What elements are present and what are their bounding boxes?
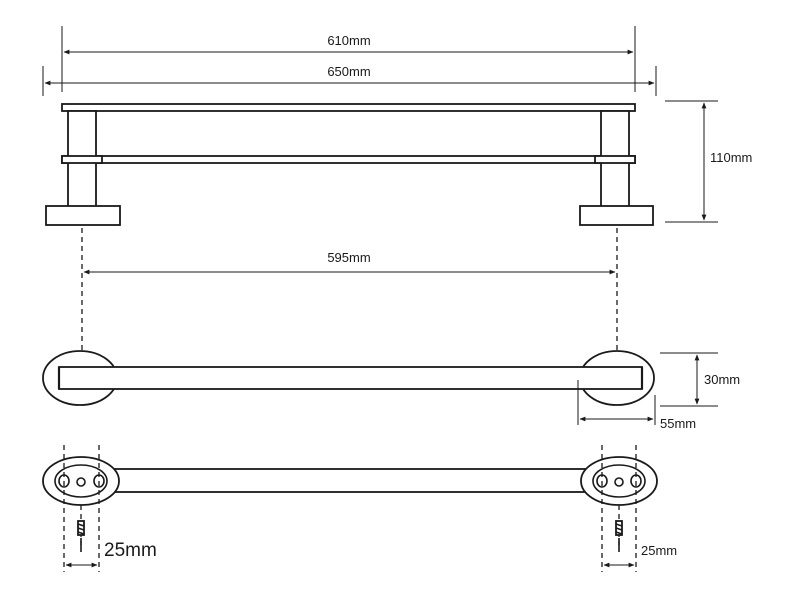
dim-650: 650mm	[42, 64, 657, 96]
front-top-bar	[61, 103, 636, 112]
front-second-bar-over-right	[594, 155, 636, 164]
mount-view	[42, 445, 658, 572]
dim-595-label: 595mm	[327, 250, 370, 265]
dim-595: 595mm	[83, 250, 616, 275]
dim-650-label: 650mm	[327, 64, 370, 79]
top-view	[42, 350, 655, 406]
dim-30: 30mm	[660, 352, 740, 407]
screw-left-icon	[77, 520, 85, 552]
dim-25-left-label: 25mm	[104, 540, 157, 561]
dim-110-label: 110mm	[710, 150, 752, 165]
dim-30-label: 30mm	[704, 372, 740, 387]
top-bar	[58, 366, 643, 390]
dim-610: 610mm	[61, 26, 636, 92]
front-view	[45, 103, 654, 226]
dim-55-label: 55mm	[660, 416, 696, 431]
mount-left-rosette	[42, 456, 120, 506]
front-left-base	[45, 205, 121, 226]
dim-25-right: 25mm	[603, 543, 677, 568]
dim-25-left: 25mm	[65, 540, 157, 568]
dim-610-label: 610mm	[327, 33, 370, 48]
front-second-bar	[61, 155, 636, 164]
mount-bar	[99, 468, 601, 493]
mount-right-rosette	[580, 456, 658, 506]
center-hole-left	[76, 477, 86, 487]
dim-25-right-label: 25mm	[641, 543, 677, 558]
center-hole-right	[614, 477, 624, 487]
dim-55: 55mm	[577, 380, 696, 431]
front-second-bar-over-left	[61, 155, 103, 164]
front-right-base	[579, 205, 654, 226]
dim-110: 110mm	[665, 100, 752, 223]
screw-right-icon	[615, 520, 623, 552]
